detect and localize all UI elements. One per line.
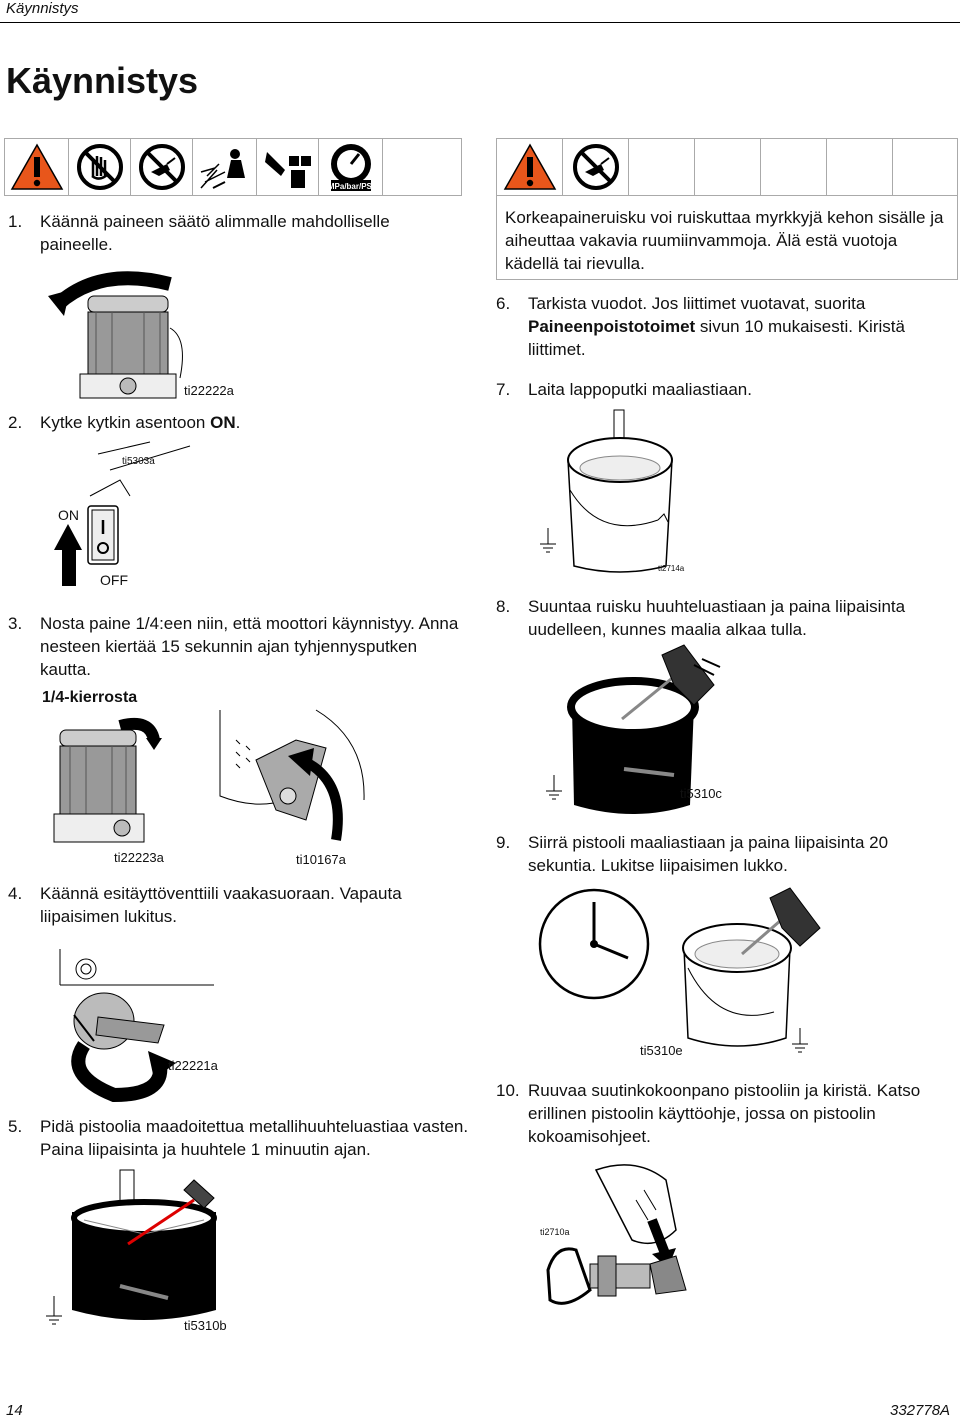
moving-parts-icon (257, 139, 319, 195)
prime-valve-illustration (59, 949, 214, 1103)
warning-box: Korkeapaineruisku voi ruiskuttaa myrkkyj… (496, 138, 958, 280)
no-spray-icon (563, 139, 629, 195)
figure-label-ti5310e: ti5310e (640, 1043, 683, 1058)
timer-and-paint-pail-illustration (538, 887, 821, 1053)
figure-label-ti5310b: ti5310b (184, 1318, 227, 1333)
page-number: 14 (6, 1402, 23, 1419)
figure-label-ti5310c: ti5310c (680, 786, 722, 801)
figure-label-ti22221a: ti22221a (168, 1058, 218, 1073)
drain-valve-illustration (219, 709, 365, 841)
step-1: 1. Käännä paineen säätö alimmalle mahdol… (8, 212, 390, 254)
no-hand-icon (69, 139, 131, 195)
figure-label-ti2714a: ti2714a (658, 564, 685, 573)
grounded-flush-pail-illustration (46, 1169, 217, 1325)
figure-label-ti10167a: ti10167a (296, 852, 346, 867)
step-4: 4. Käännä esitäyttöventtiili vaakasuoraa… (8, 884, 402, 926)
step-7: 7. Laita lappoputki maaliastiaan. (496, 380, 752, 399)
power-switch-illustration (54, 441, 191, 586)
step-2: 2. Kytke kytkin asentoon ON. (8, 413, 241, 432)
hazard-icon-row-left: MPa/bar/PSI (4, 138, 462, 196)
quarter-turn-knob-illustration (53, 717, 162, 843)
quarter-turn-label: 1/4-kierrosta (42, 689, 138, 706)
spray-flush-pail-illustration (546, 644, 721, 814)
hazard-cell-empty (383, 139, 461, 195)
page-title: Käynnistys (6, 60, 199, 101)
step-10: 10. Ruuvaa suutinkokoonpano pistooliin j… (496, 1081, 921, 1146)
warning-triangle-icon (497, 139, 563, 195)
figure-label-ti2710a: ti2710a (540, 1227, 570, 1237)
hazard-cell-empty (695, 139, 761, 195)
header-rule (0, 22, 960, 23)
document-number: 332778A (890, 1402, 951, 1419)
no-spray-icon (131, 139, 193, 195)
hazard-cell-empty (893, 139, 957, 195)
switch-off-label: OFF (100, 572, 128, 588)
pressure-icon: MPa/bar/PSI (319, 139, 383, 195)
hazard-cell-empty (761, 139, 827, 195)
step-9: 9. Siirrä pistooli maaliastiaan ja paina… (496, 833, 889, 875)
hazard-cell-empty (827, 139, 893, 195)
figure-label-ti22222a: ti22222a (184, 383, 234, 398)
hazard-cell-empty (629, 139, 695, 195)
pressure-knob-illustration (48, 271, 183, 399)
switch-on-label: ON (58, 507, 79, 523)
step-3: 3. Nosta paine 1/4:een niin, että mootto… (8, 614, 459, 679)
siphon-tube-paint-pail-illustration (540, 409, 673, 573)
figure-label-ti22223a: ti22223a (114, 850, 164, 865)
warning-triangle-icon (5, 139, 69, 195)
step-8: 8. Suuntaa ruisku huuhteluastiaan ja pai… (496, 597, 906, 639)
tip-assembly-illustration (546, 1164, 687, 1305)
warning-text: Korkeapaineruisku voi ruiskuttaa myrkkyj… (505, 208, 944, 273)
injection-hazard-icon (193, 139, 257, 195)
step-5: 5. Pidä pistoolia maadoitettua metallihu… (8, 1117, 469, 1159)
running-header: Käynnistys (6, 0, 79, 17)
step-6: 6. Tarkista vuodot. Jos liittimet vuotav… (496, 294, 905, 359)
hazard-icon-row-right (497, 139, 957, 196)
pressure-icon-label: MPa/bar/PSI (327, 182, 373, 191)
